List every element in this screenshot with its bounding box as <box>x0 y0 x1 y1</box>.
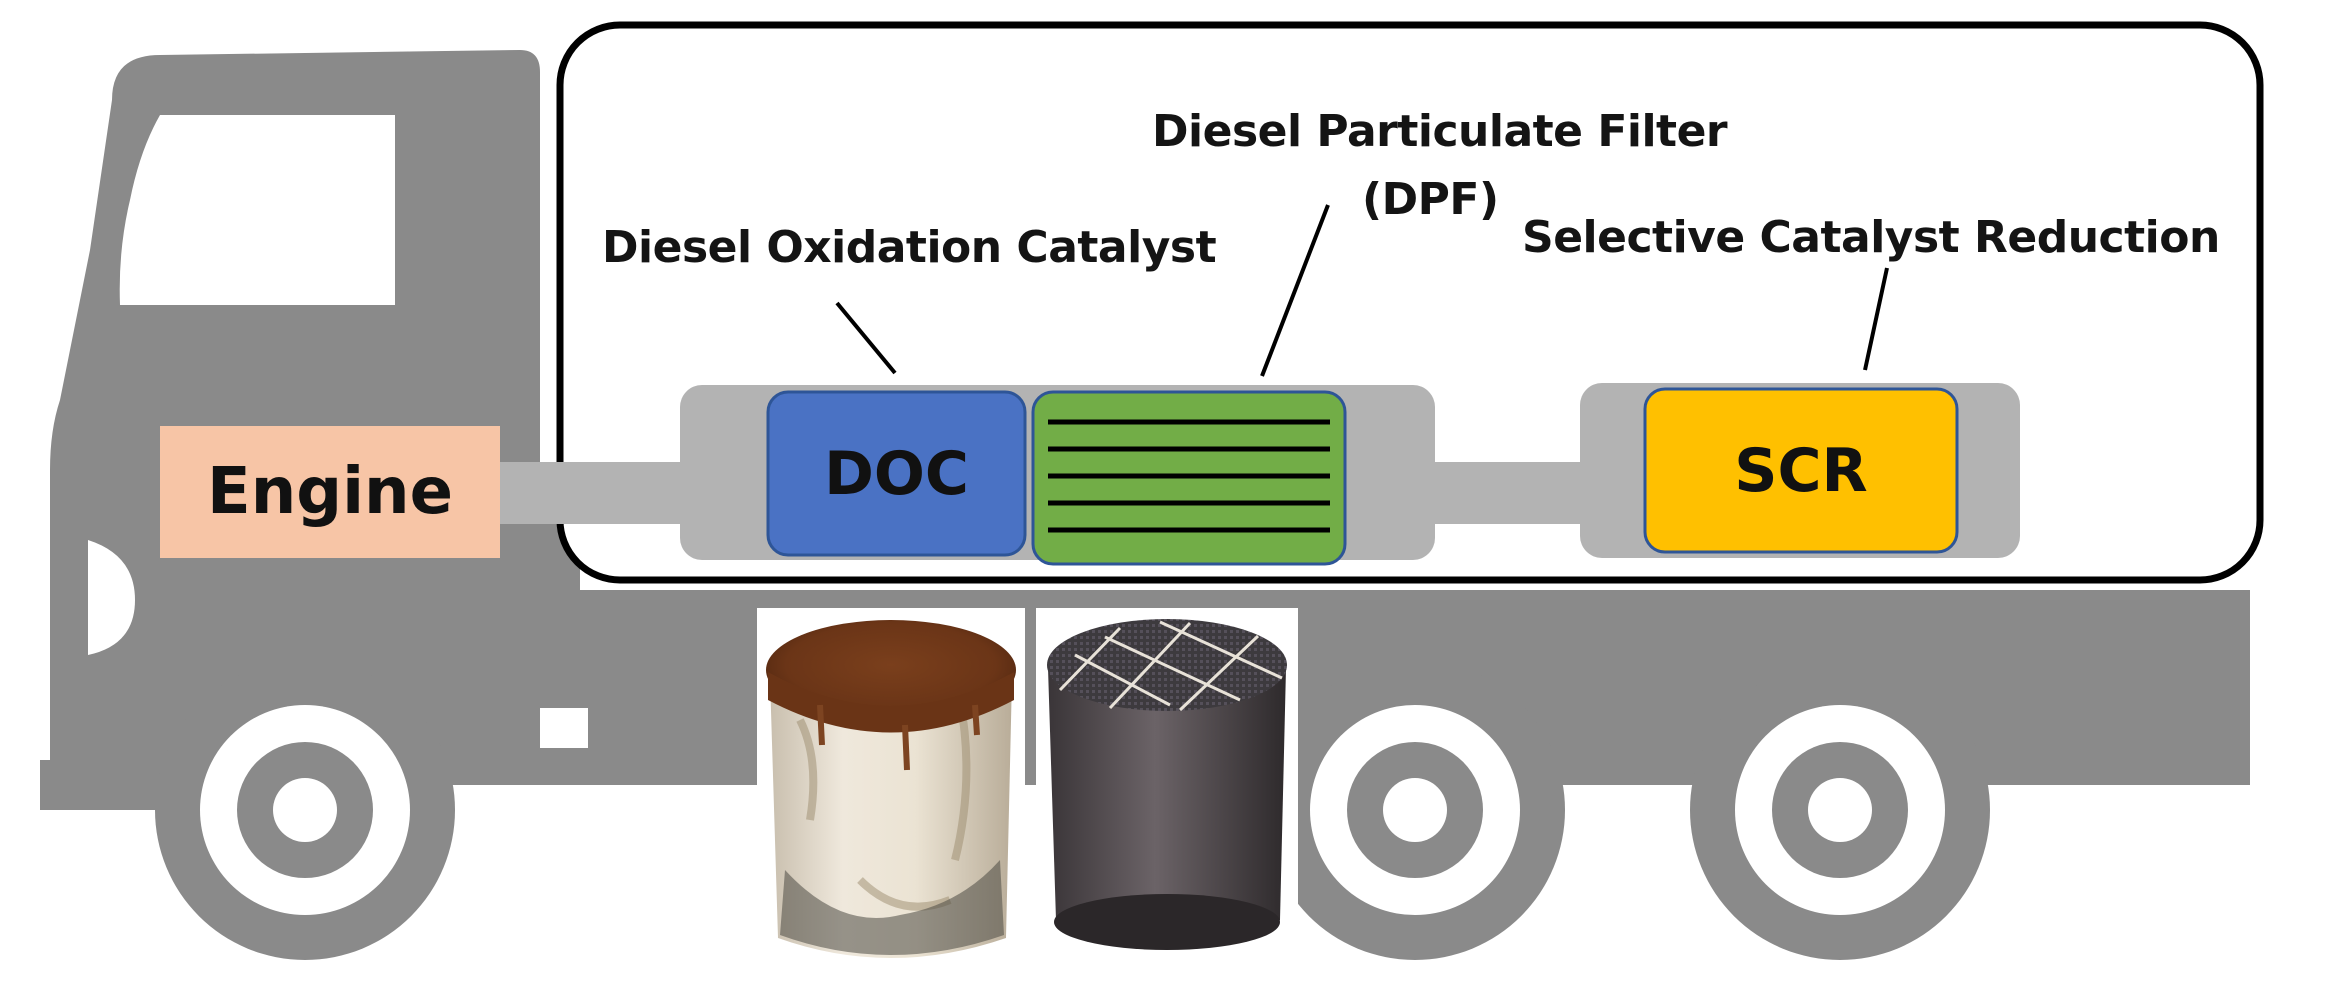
scr-leader-line <box>1863 267 1889 371</box>
doc-full-label: Diesel Oxidation Catalyst <box>602 222 1217 273</box>
leader-lines <box>835 204 1889 377</box>
front-wheel <box>155 660 455 960</box>
doc-box <box>766 390 1027 557</box>
scr-box <box>1643 387 1959 554</box>
doc-core-photo <box>757 608 1025 978</box>
doc-leader-line <box>835 301 897 375</box>
engine-box <box>160 426 500 558</box>
headlight-notch <box>88 540 135 655</box>
doc-box-label: DOC <box>824 438 969 509</box>
scr-full-label: Selective Catalyst Reduction <box>1522 212 2220 263</box>
chassis-slot <box>540 708 588 748</box>
dpf-filter-channels <box>1048 419 1330 533</box>
scr-box-label: SCR <box>1734 435 1868 506</box>
cab-window <box>119 115 395 305</box>
rear-wheel-1 <box>1265 660 1565 960</box>
dpf-full-label-line1: Diesel Particulate Filter <box>1152 106 1728 157</box>
dpf-core-photo <box>1036 608 1298 978</box>
dpf-box <box>1031 390 1347 566</box>
dpf-full-label-line2: (DPF) <box>1362 174 1499 225</box>
dpf-leader-line <box>1260 204 1330 377</box>
rear-wheel-2 <box>1690 660 1990 960</box>
engine-label: Engine <box>207 455 453 529</box>
